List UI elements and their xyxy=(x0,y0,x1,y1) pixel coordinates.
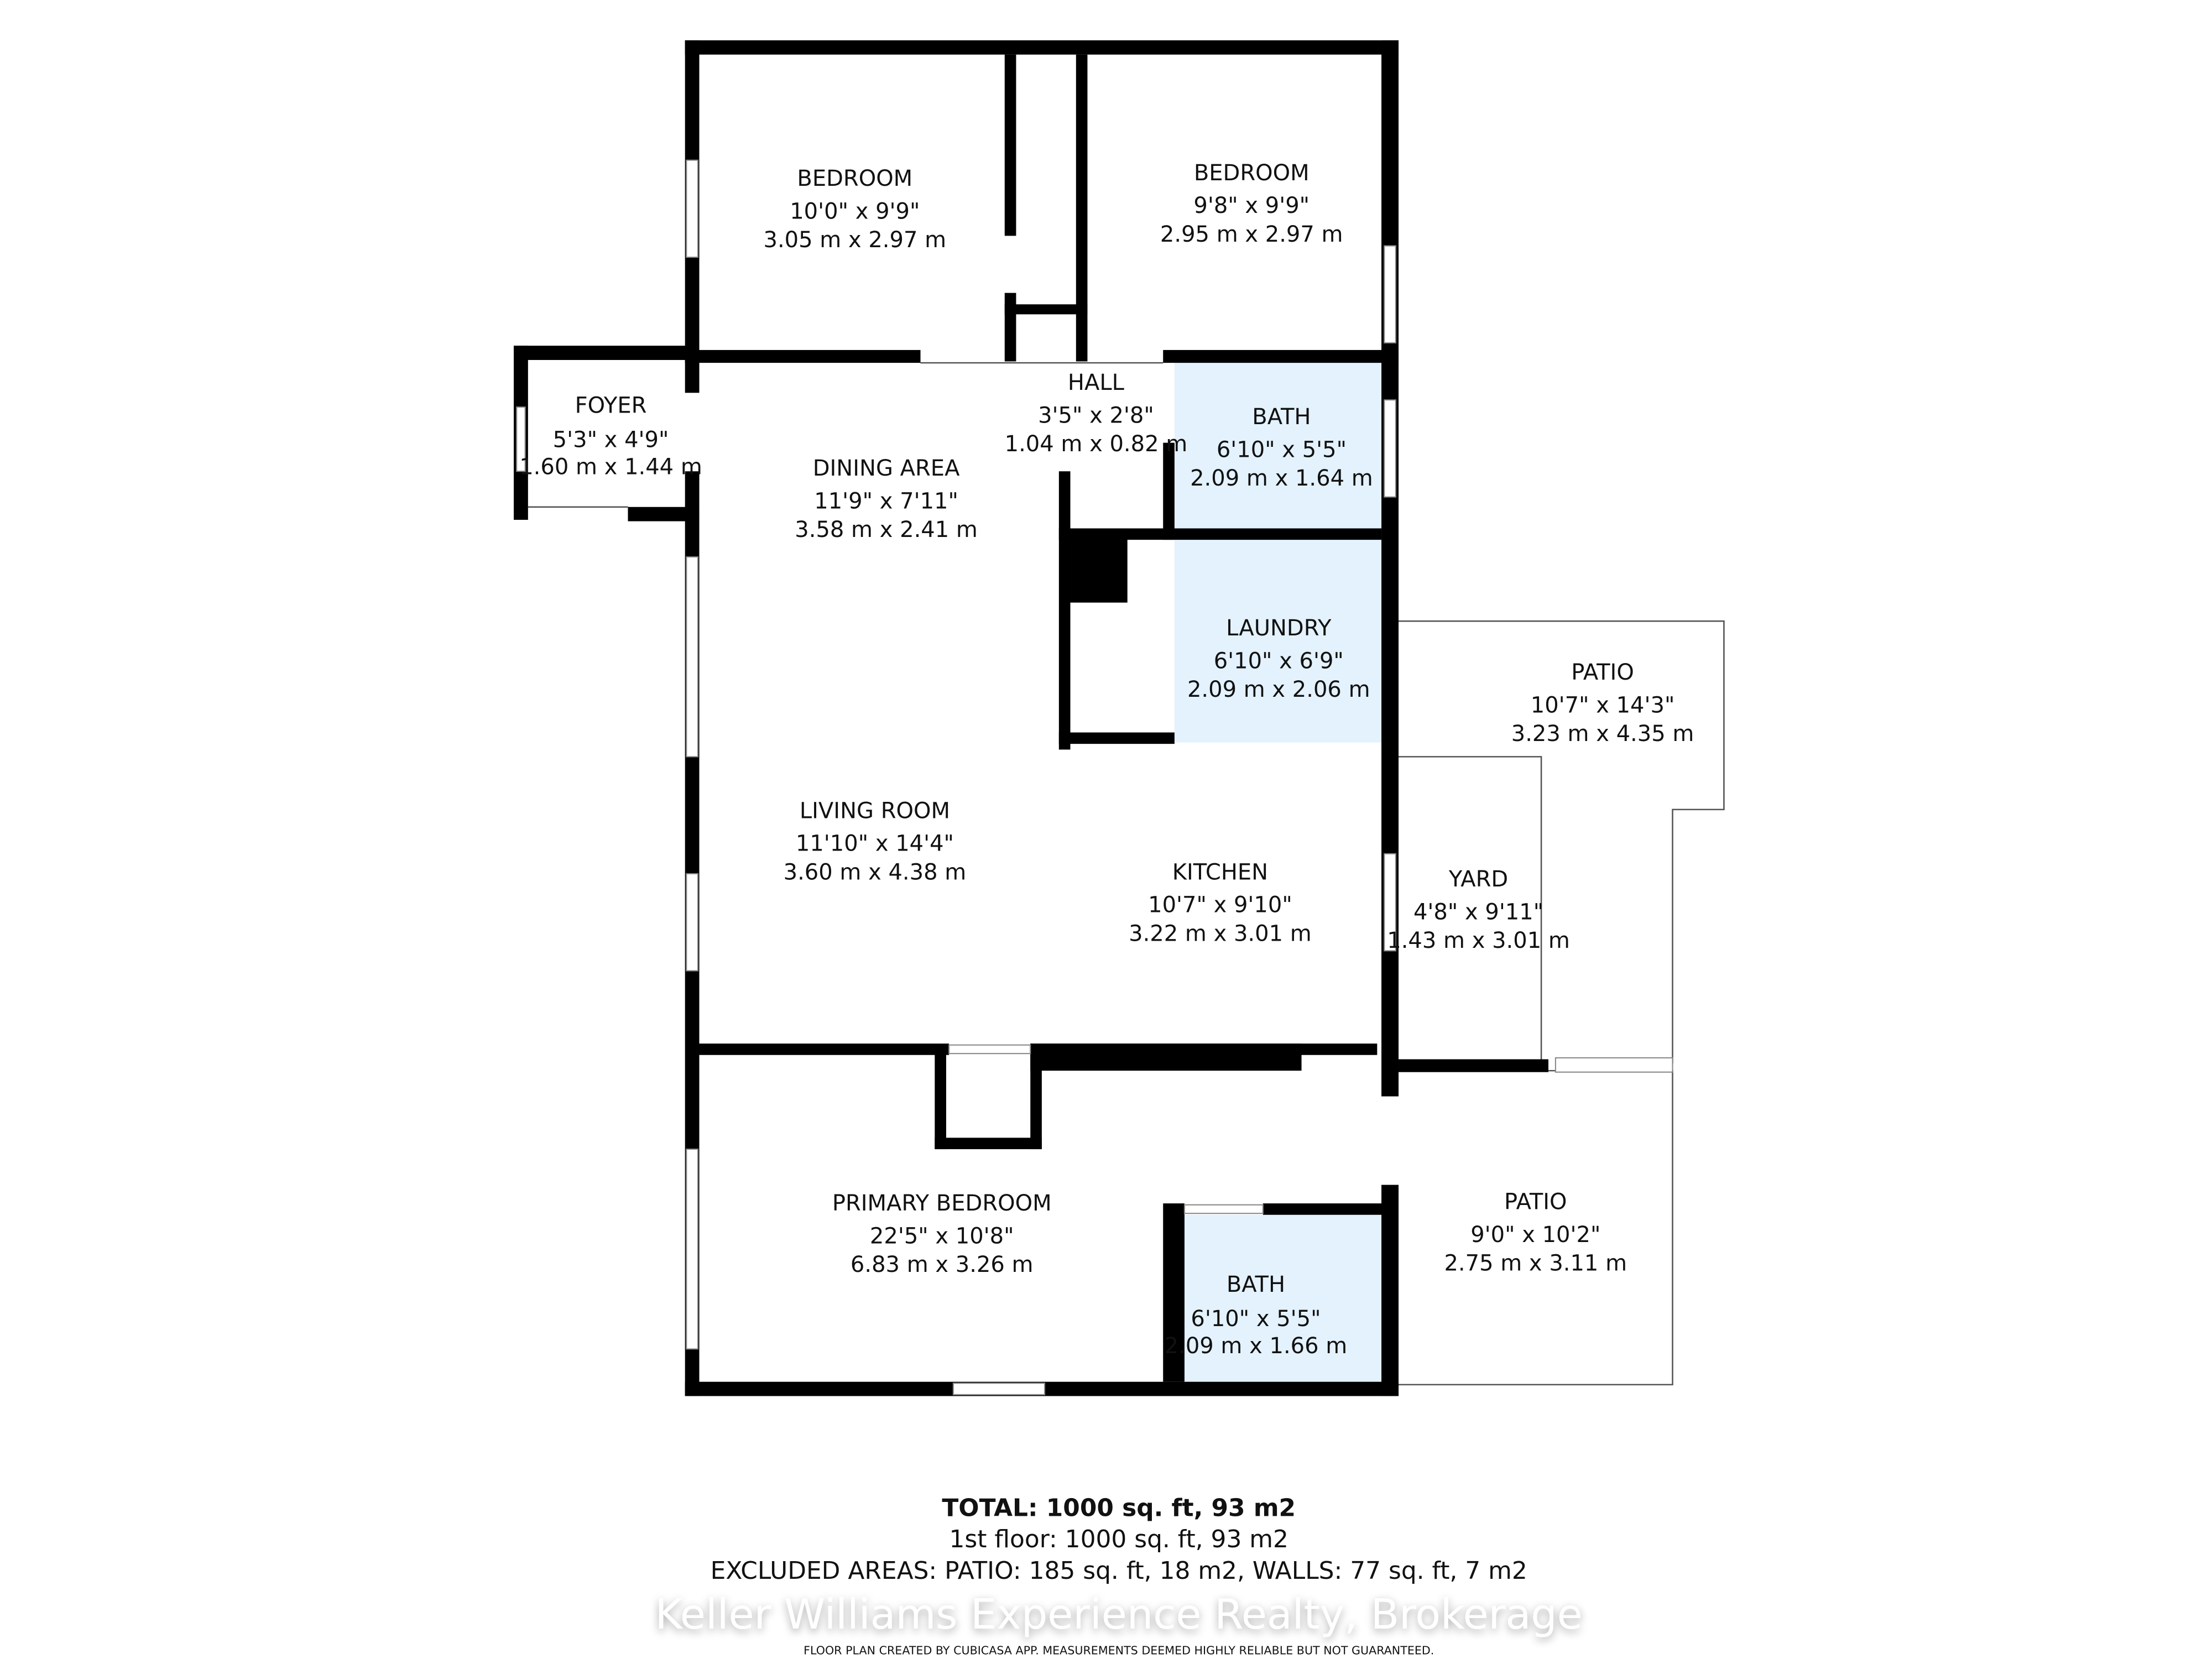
svg-text:11'10" x 14'4": 11'10" x 14'4" xyxy=(796,831,954,857)
svg-text:6'10" x 5'5": 6'10" x 5'5" xyxy=(1191,1306,1321,1332)
svg-text:LIVING ROOM: LIVING ROOM xyxy=(800,798,950,823)
svg-text:BATH: BATH xyxy=(1252,404,1311,430)
svg-text:HALL: HALL xyxy=(1068,370,1125,395)
svg-text:10'7" x 9'10": 10'7" x 9'10" xyxy=(1148,893,1292,918)
patio-upper-outline xyxy=(1399,620,1725,1064)
patio-door xyxy=(1554,1057,1673,1073)
svg-text:KITCHEN: KITCHEN xyxy=(1172,859,1268,885)
svg-text:BEDROOM: BEDROOM xyxy=(797,166,912,191)
svg-text:3'5" x 2'8": 3'5" x 2'8" xyxy=(1038,403,1154,429)
room-hall: HALL 3'5" x 2'8" 1.04 m x 0.82 m xyxy=(1005,370,1188,457)
svg-text:1.60 m x 1.44 m: 1.60 m x 1.44 m xyxy=(519,454,702,479)
svg-text:DINING AREA: DINING AREA xyxy=(813,456,960,481)
room-kitchen: KITCHEN 10'7" x 9'10" 3.22 m x 3.01 m xyxy=(1129,859,1312,946)
floor-area: 1st floor: 1000 sq. ft, 93 m2 xyxy=(950,1525,1288,1553)
room-living-room: LIVING ROOM 11'10" x 14'4" 3.60 m x 4.38… xyxy=(784,798,967,885)
room-patio-upper: PATIO 10'7" x 14'3" 3.23 m x 4.35 m xyxy=(1511,660,1694,747)
watermark: Keller Williams Experience Realty, Broke… xyxy=(655,1590,1583,1639)
room-bath-lower: BATH 6'10" x 5'5" 2.09 m x 1.66 m xyxy=(1165,1272,1348,1359)
svg-text:6'10" x 5'5": 6'10" x 5'5" xyxy=(1217,437,1347,462)
svg-text:3.05 m x 2.97 m: 3.05 m x 2.97 m xyxy=(764,227,947,253)
svg-text:2.75 m x 3.11 m: 2.75 m x 3.11 m xyxy=(1444,1250,1627,1276)
excluded-areas: EXCLUDED AREAS: PATIO: 185 sq. ft, 18 m2… xyxy=(711,1557,1527,1585)
svg-text:2.09 m x 1.66 m: 2.09 m x 1.66 m xyxy=(1165,1333,1348,1359)
disclaimer: FLOOR PLAN CREATED BY CUBICASA APP. MEAS… xyxy=(804,1644,1434,1657)
svg-text:3.22 m x 3.01 m: 3.22 m x 3.01 m xyxy=(1129,921,1312,946)
svg-text:10'0" x 9'9": 10'0" x 9'9" xyxy=(790,199,920,224)
room-laundry: LAUNDRY 6'10" x 6'9" 2.09 m x 2.06 m xyxy=(1187,615,1370,702)
room-patio-lower: PATIO 9'0" x 10'2" 2.75 m x 3.11 m xyxy=(1444,1189,1627,1276)
svg-text:3.60 m x 4.38 m: 3.60 m x 4.38 m xyxy=(784,859,967,885)
svg-text:6.83 m x 3.26 m: 6.83 m x 3.26 m xyxy=(851,1252,1034,1277)
svg-text:PATIO: PATIO xyxy=(1504,1189,1567,1214)
svg-text:3.58 m x 2.41 m: 3.58 m x 2.41 m xyxy=(795,517,978,542)
svg-text:10'7" x 14'3": 10'7" x 14'3" xyxy=(1531,692,1675,718)
svg-text:FOYER: FOYER xyxy=(575,393,647,418)
svg-text:BEDROOM: BEDROOM xyxy=(1194,160,1310,186)
room-bedroom-2: BEDROOM 9'8" x 9'9" 2.95 m x 2.97 m xyxy=(1160,160,1343,247)
svg-text:6'10" x 6'9": 6'10" x 6'9" xyxy=(1214,648,1344,674)
windows xyxy=(516,159,1396,1395)
svg-text:22'5" x 10'8": 22'5" x 10'8" xyxy=(870,1223,1014,1249)
room-yard: YARD 4'8" x 9'11" 1.43 m x 3.01 m xyxy=(1387,867,1570,953)
yard-outline xyxy=(1399,756,1542,1064)
room-primary-bedroom: PRIMARY BEDROOM 22'5" x 10'8" 6.83 m x 3… xyxy=(832,1191,1052,1277)
svg-text:1.04 m x 0.82 m: 1.04 m x 0.82 m xyxy=(1005,431,1188,457)
svg-text:9'0" x 10'2": 9'0" x 10'2" xyxy=(1470,1222,1600,1248)
svg-text:2.09 m x 2.06 m: 2.09 m x 2.06 m xyxy=(1187,677,1370,702)
svg-text:2.09 m x 1.64 m: 2.09 m x 1.64 m xyxy=(1190,466,1373,491)
room-bath-upper: BATH 6'10" x 5'5" 2.09 m x 1.64 m xyxy=(1190,404,1373,491)
svg-text:2.95 m x 2.97 m: 2.95 m x 2.97 m xyxy=(1160,222,1343,247)
laundry-floor xyxy=(1174,540,1382,743)
room-dining-area: DINING AREA 11'9" x 7'11" 3.58 m x 2.41 … xyxy=(795,456,978,542)
svg-text:YARD: YARD xyxy=(1448,867,1508,892)
svg-text:PRIMARY BEDROOM: PRIMARY BEDROOM xyxy=(832,1191,1052,1216)
svg-text:1.43 m x 3.01 m: 1.43 m x 3.01 m xyxy=(1387,928,1570,953)
svg-text:9'8" x 9'9": 9'8" x 9'9" xyxy=(1193,193,1310,218)
svg-text:PATIO: PATIO xyxy=(1571,660,1634,685)
total-area: TOTAL: 1000 sq. ft, 93 m2 xyxy=(942,1494,1296,1522)
svg-text:3.23 m x 4.35 m: 3.23 m x 4.35 m xyxy=(1511,721,1694,747)
bath-upper-floor xyxy=(1174,363,1382,529)
svg-text:11'9" x 7'11": 11'9" x 7'11" xyxy=(814,488,958,514)
bath-lower-floor xyxy=(1174,1214,1382,1382)
svg-text:4'8" x 9'11": 4'8" x 9'11" xyxy=(1413,900,1543,925)
room-foyer: FOYER 5'3" x 4'9" 1.60 m x 1.44 m xyxy=(519,393,702,479)
svg-text:5'3" x 4'9": 5'3" x 4'9" xyxy=(553,427,669,452)
svg-text:LAUNDRY: LAUNDRY xyxy=(1226,615,1332,641)
svg-text:BATH: BATH xyxy=(1227,1272,1285,1297)
room-bedroom-1: BEDROOM 10'0" x 9'9" 3.05 m x 2.97 m xyxy=(764,166,947,253)
